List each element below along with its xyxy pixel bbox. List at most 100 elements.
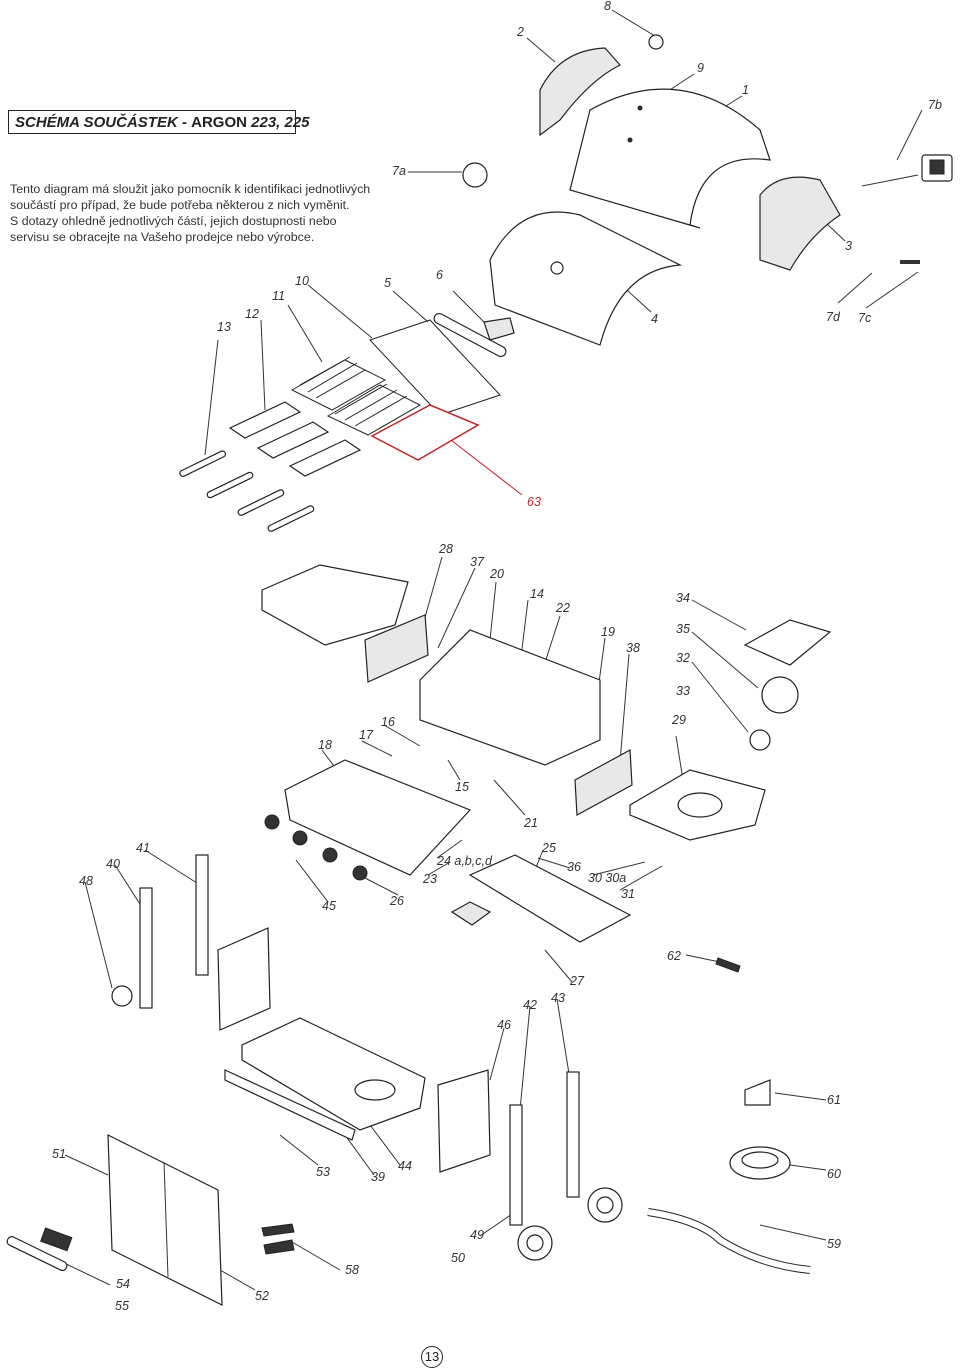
control-knobs (264, 814, 368, 881)
part-label: 46 (497, 1018, 511, 1032)
diagram-title: SCHÉMA SOUČÁSTEK - ARGON 223, 225 (8, 110, 310, 134)
door-hinge-lower (263, 1239, 295, 1255)
part-label: 33 (676, 684, 690, 698)
part-label: 55 (115, 1299, 129, 1313)
part-label: 7c (858, 311, 872, 325)
part-label: 39 (371, 1170, 385, 1184)
part-label: 40 (106, 857, 120, 871)
part-label: 48 (79, 874, 93, 888)
part-label: 10 (295, 274, 309, 288)
part-label: 6 (436, 268, 443, 282)
part-label: 22 (556, 601, 570, 615)
griddle-plate (370, 404, 480, 461)
hood-part (569, 88, 771, 229)
part-label: 28 (439, 542, 453, 556)
part-label: 2 (517, 25, 524, 39)
part-label: 45 (322, 899, 336, 913)
firebox (419, 629, 601, 766)
part-label: 54 (116, 1277, 130, 1291)
intro-text: Tento diagram má sloužit jako pomocník k… (10, 181, 390, 245)
hood-knob (648, 34, 664, 50)
bracket-part (483, 317, 515, 341)
part-label: 7b (928, 98, 942, 112)
inner-hood (489, 211, 683, 346)
part-label: 25 (542, 841, 556, 855)
part-label: 44 (398, 1159, 412, 1173)
part-label: 43 (551, 991, 565, 1005)
door-hinge-upper (261, 1223, 295, 1237)
part-label: 23 (423, 872, 437, 886)
left-side-shelf (261, 564, 409, 646)
part-label: 36 (567, 860, 581, 874)
part-label: 53 (316, 1165, 330, 1179)
regulator-block (40, 1227, 73, 1252)
part-label: 61 (827, 1093, 841, 1107)
part-label: 38 (626, 641, 640, 655)
part-label: 24 a,b,c,d (437, 854, 492, 868)
part-label: 34 (676, 591, 690, 605)
part-label: 12 (245, 307, 259, 321)
part-label: 27 (570, 974, 584, 988)
part-label: 5 (384, 276, 391, 290)
title-models: 223, 225 (246, 114, 310, 131)
part-label: 9 (697, 61, 704, 75)
gas-hose (647, 1208, 811, 1274)
part-label: 4 (651, 312, 658, 326)
ignitor (715, 957, 741, 973)
handle-end (462, 162, 488, 188)
part-label: 30 30a (588, 871, 627, 885)
part-label: 13 (217, 320, 231, 334)
part-label: 11 (272, 289, 285, 303)
legs (139, 854, 580, 1226)
bottom-shelf (241, 1017, 426, 1131)
part-label: 19 (601, 625, 615, 639)
part-label: 29 (672, 713, 686, 727)
drip-cup (450, 901, 492, 926)
grease-tray (468, 854, 632, 943)
part-label: 52 (255, 1289, 269, 1303)
part-label: 51 (52, 1147, 66, 1161)
part-label: 35 (676, 622, 690, 636)
intro-line: Tento diagram má sloužit jako pomocník k… (10, 182, 371, 196)
part-label: 62 (667, 949, 681, 963)
part-label: 32 (676, 651, 690, 665)
part-label: 7a (392, 164, 406, 178)
flame-tamers (228, 401, 362, 477)
part-label: 60 (827, 1167, 841, 1181)
title-prefix: SCHÉMA SOUČÁSTEK - (15, 114, 192, 131)
part-label: 37 (470, 555, 484, 569)
page-number: 13 (421, 1346, 443, 1368)
part-label: 20 (490, 567, 504, 581)
part-label: 18 (318, 738, 332, 752)
control-panel (284, 759, 472, 876)
part-label: 7d (826, 310, 840, 324)
intro-line: S dotazy ohledně jednotlivých částí, jej… (10, 214, 337, 228)
part-label: 58 (345, 1263, 359, 1277)
intro-line: součástí pro případ, že bude potřeba něk… (10, 198, 350, 212)
cooking-grates (290, 319, 501, 436)
part-label: 26 (390, 894, 404, 908)
part-label: 1 (742, 83, 749, 97)
part-label: 49 (470, 1228, 484, 1242)
back-panel (437, 1069, 491, 1173)
part-label: 14 (530, 587, 544, 601)
part-label: 3 (845, 239, 852, 253)
part-label: 8 (604, 0, 611, 13)
tank-bracket (744, 1079, 771, 1106)
part-label: 31 (621, 887, 635, 901)
part-label: 21 (524, 816, 538, 830)
part-label: 15 (455, 780, 469, 794)
part-label-highlight: 63 (527, 495, 541, 509)
burner-tubes (179, 450, 315, 532)
side-burner-grate (761, 676, 799, 714)
part-label: 42 (523, 998, 537, 1012)
cabinet-doors (107, 1134, 223, 1306)
left-side-cap (539, 47, 621, 137)
intro-line: servisu se obracejte na Vašeho prodejce … (10, 230, 315, 244)
title-brand: ARGON (191, 114, 247, 131)
part-label: 17 (359, 728, 373, 742)
part-label: 41 (136, 841, 150, 855)
left-cabinet-panel (217, 927, 271, 1031)
